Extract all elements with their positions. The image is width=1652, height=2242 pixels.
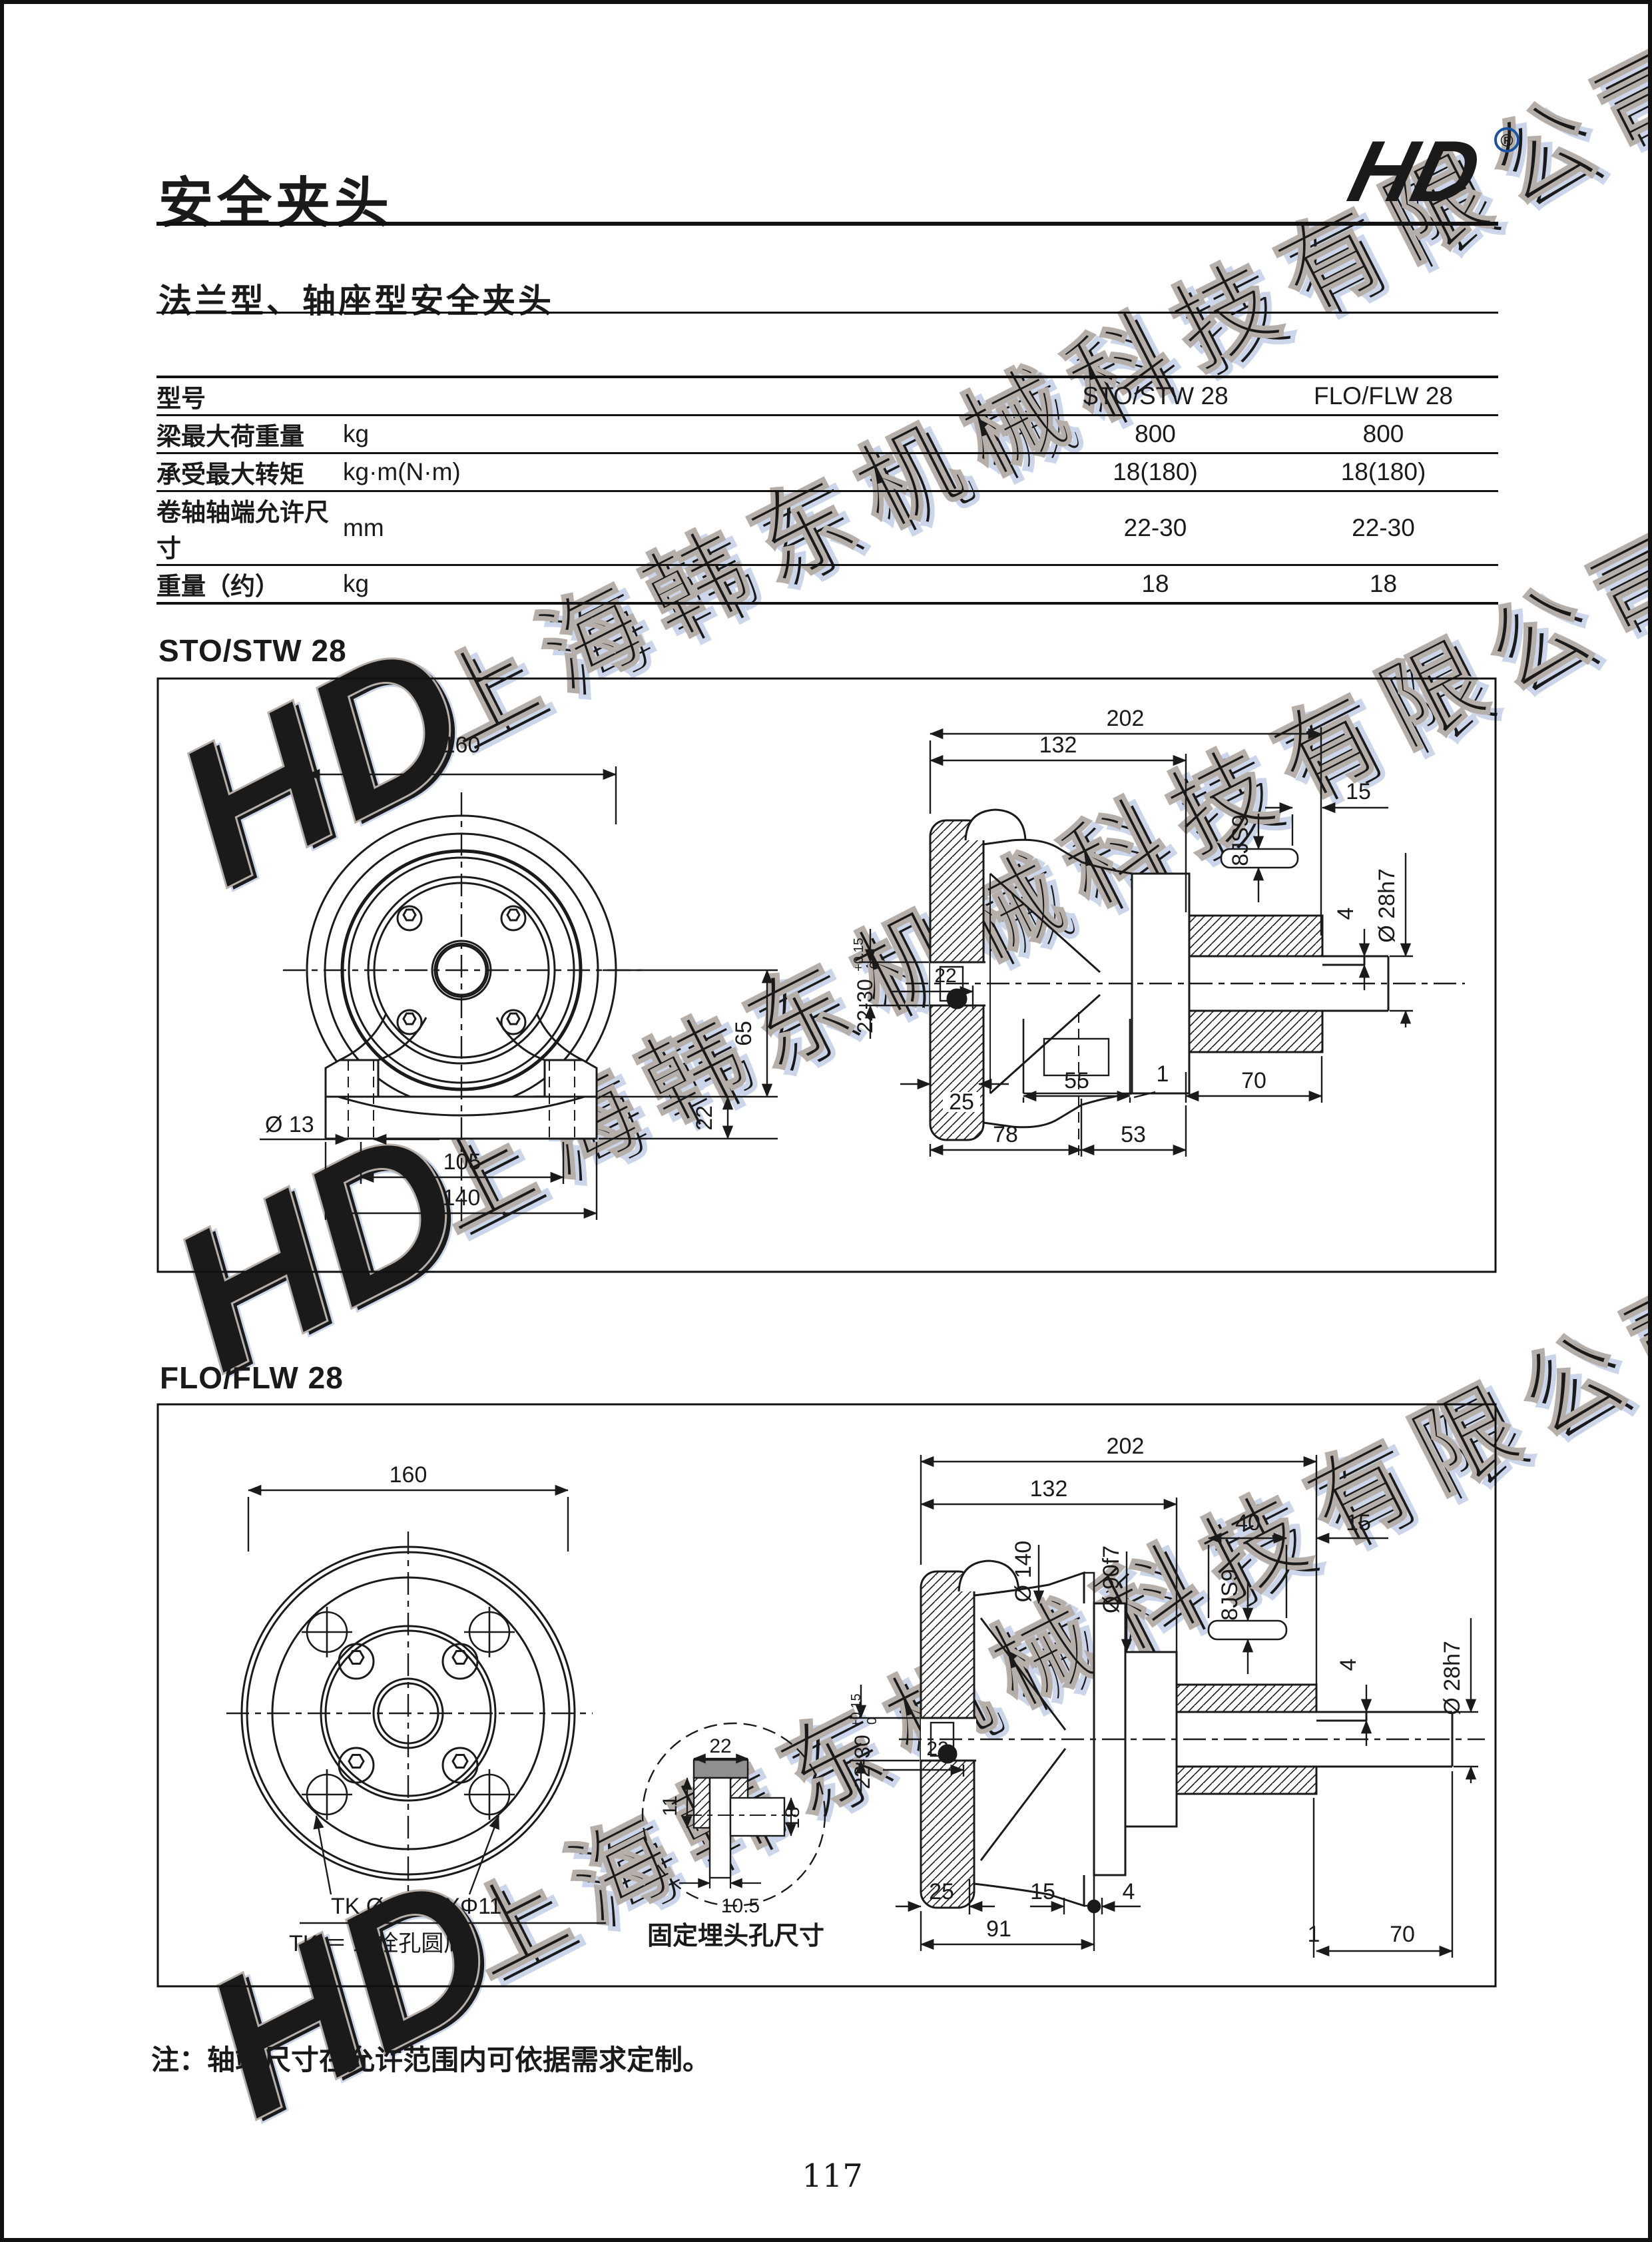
svg-text:8JS9: 8JS9 [1217, 1569, 1242, 1621]
svg-text:15: 15 [1346, 1510, 1371, 1536]
svg-text:53: 53 [1121, 1122, 1146, 1147]
svg-text:22-30: 22-30 [853, 979, 877, 1033]
svg-text:132: 132 [1039, 732, 1077, 758]
svg-text:1: 1 [1157, 1061, 1169, 1087]
svg-text:TK ＝ 螺栓孔圆周: TK ＝ 螺栓孔圆周 [289, 1931, 466, 1956]
svg-text:4: 4 [1336, 1659, 1361, 1671]
svg-text:202: 202 [1107, 706, 1145, 731]
svg-text:22: 22 [709, 1735, 731, 1757]
svg-text:22: 22 [926, 1738, 948, 1760]
col-header-2: FLO/FLW 28 [1313, 382, 1454, 410]
svg-text:18: 18 [782, 1807, 804, 1828]
svg-text:8JS9: 8JS9 [1228, 814, 1253, 866]
title-rule [156, 222, 1498, 226]
svg-text:+0.15: +0.15 [852, 938, 866, 972]
svg-text:15: 15 [1030, 1879, 1055, 1904]
svg-text:1: 1 [1308, 1922, 1320, 1947]
svg-text:Ø 28h7: Ø 28h7 [1374, 868, 1400, 943]
svg-text:固定埋头孔尺寸: 固定埋头孔尺寸 [647, 1922, 824, 1950]
svg-text:55: 55 [1064, 1068, 1089, 1093]
table-row: 型号 STO/STW 28 FLO/FLW 28 [156, 377, 1498, 416]
svg-text:160: 160 [390, 1462, 427, 1488]
table-row: 重量（约） kg 18 18 [156, 565, 1498, 603]
svg-text:TK Ø 115 4XΦ11: TK Ø 115 4XΦ11 [331, 1894, 501, 1919]
hd-logo-text: HD [1345, 123, 1490, 220]
svg-text:70: 70 [1241, 1068, 1266, 1093]
svg-text:78: 78 [993, 1122, 1018, 1147]
col-header-1: STO/STW 28 [1082, 382, 1229, 410]
svg-text:202: 202 [1107, 1434, 1145, 1459]
svg-text:0: 0 [865, 1717, 880, 1725]
svg-text:140: 140 [443, 1185, 481, 1211]
section-heading-flo: FLO/FLW 28 [160, 1360, 344, 1395]
svg-text:Ø 13: Ø 13 [265, 1112, 314, 1137]
svg-text:+0.15: +0.15 [849, 1693, 864, 1727]
page-title: 安全夹头 [158, 173, 394, 234]
registered-mark: ® [1500, 131, 1513, 150]
svg-text:Ø 140: Ø 140 [1011, 1541, 1036, 1603]
registered-mark-circle [1494, 127, 1519, 152]
note-text: 注：轴端尺寸在允许范围内可依据需求定制。 [151, 2044, 711, 2076]
svg-text:0: 0 [868, 962, 882, 969]
svg-text:91: 91 [986, 1916, 1011, 1942]
svg-text:Ø 28h7: Ø 28h7 [1440, 1641, 1465, 1715]
svg-text:22-30: 22-30 [850, 1735, 874, 1789]
page-number: 117 [802, 2157, 863, 2195]
svg-text:Ø 90f7: Ø 90f7 [1099, 1545, 1124, 1613]
svg-text:25: 25 [949, 1089, 974, 1115]
svg-text:132: 132 [1030, 1476, 1068, 1502]
svg-text:22: 22 [692, 1105, 717, 1131]
svg-text:10.5: 10.5 [721, 1895, 760, 1917]
page-subtitle: 法兰型、轴座型安全夹头 [158, 282, 554, 320]
section-heading-sto: STO/STW 28 [158, 633, 347, 668]
svg-text:65: 65 [731, 1021, 756, 1046]
svg-text:4: 4 [1123, 1879, 1135, 1904]
svg-text:4: 4 [1333, 908, 1358, 920]
row-label: 型号 [156, 385, 206, 412]
svg-text:15: 15 [1346, 779, 1371, 804]
table-row: 承受最大转矩 kg·m(N·m) 18(180) 18(180) [156, 453, 1498, 491]
spec-table: 型号 STO/STW 28 FLO/FLW 28 梁最大荷重量 kg 800 8… [156, 376, 1498, 605]
drawing-sto-stw-28: 160 65 22 Ø 13 105 140 [156, 677, 1497, 1273]
svg-text:70: 70 [1390, 1922, 1415, 1947]
svg-text:22: 22 [934, 965, 956, 987]
svg-text:105: 105 [443, 1149, 481, 1175]
svg-text:25: 25 [929, 1879, 954, 1904]
svg-text:40: 40 [1235, 1510, 1260, 1536]
table-row: 卷轴轴端允许尺寸 mm 22-30 22-30 [156, 491, 1498, 565]
hd-logo: HD ® [1345, 123, 1519, 220]
svg-text:160: 160 [443, 732, 481, 758]
drawing-flo-flw-28: 160 TK Ø 115 4XΦ11 TK ＝ 螺栓孔圆周 [156, 1403, 1497, 1988]
table-row: 梁最大荷重量 kg 800 800 [156, 416, 1498, 453]
svg-text:11: 11 [659, 1795, 681, 1816]
subtitle-rule [156, 312, 1498, 314]
